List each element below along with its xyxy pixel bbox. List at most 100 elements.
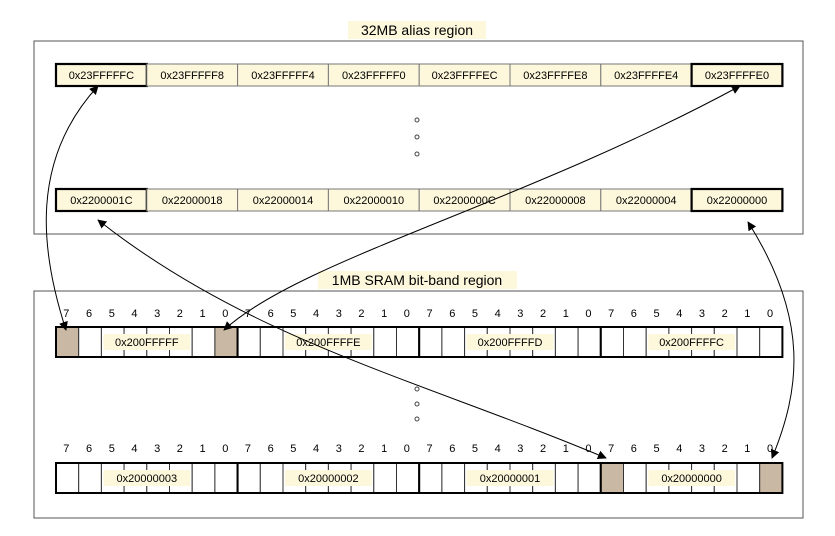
ellipsis-dot: [414, 401, 420, 407]
highlighted-bit: [759, 462, 783, 494]
bit-number: 0: [767, 443, 773, 455]
bit-cell: [237, 326, 261, 358]
bit-number: 7: [63, 443, 69, 455]
byte-address-label: 0x200FFFFF: [115, 337, 179, 349]
address-cell-label: 0x23FFFFFC: [69, 70, 134, 82]
bit-cell: [237, 462, 261, 494]
address-cell-label: 0x23FFFFE8: [523, 70, 587, 82]
bit-cell: [418, 326, 443, 358]
bit-number: 6: [268, 308, 274, 320]
bit-cell: [736, 462, 761, 494]
ellipsis-dot: [414, 151, 420, 157]
bit-number: 5: [290, 443, 296, 455]
bit-number: 2: [177, 443, 183, 455]
byte-address-label: 0x20000000: [661, 473, 722, 485]
bit-cell: [736, 326, 761, 358]
byte-address-bg: [648, 470, 735, 486]
bit-number: 3: [154, 308, 160, 320]
bit-number: 0: [222, 308, 228, 320]
bit-number: 2: [358, 443, 364, 455]
bit-number: 6: [86, 308, 92, 320]
bit-cell: [373, 462, 397, 494]
highlighted-bit: [214, 326, 239, 358]
ellipsis-dot: [414, 134, 420, 140]
address-cell-label: 0x2200000C: [433, 195, 495, 207]
bit-number: 5: [653, 443, 659, 455]
bit-cell: [554, 326, 579, 358]
bit-number: 0: [222, 443, 228, 455]
byte-address-label: 0x20000003: [117, 473, 178, 485]
bit-number: 1: [744, 443, 750, 455]
alias-region-title: 32MB alias region: [361, 22, 473, 38]
bit-number: 7: [63, 308, 69, 320]
byte-address-label: 0x200FFFFD: [478, 337, 543, 349]
address-cell-label: 0x22000018: [162, 195, 223, 207]
bit-number: 0: [767, 308, 773, 320]
bit-number: 1: [381, 308, 387, 320]
address-cell-label: 0x22000000: [707, 195, 768, 207]
byte-address-label: 0x200FFFFC: [659, 337, 724, 349]
bitband-bottom-bytes: 0x20000003 0x20000002 0x20000001 0x20000000: [55, 462, 784, 494]
bit-number: 3: [336, 308, 342, 320]
bit-number: 0: [585, 443, 591, 455]
address-cell-label: 0x22000014: [253, 195, 314, 207]
bit-number: 4: [495, 308, 501, 320]
byte-address-bg: [285, 470, 372, 486]
mapping-arrow-2200001C: [97, 219, 607, 460]
bit-number: 3: [517, 308, 523, 320]
bit-number: 7: [426, 308, 432, 320]
bit-number: 2: [540, 443, 546, 455]
bit-cell: [441, 462, 466, 494]
ellipsis-dot: [414, 386, 420, 392]
address-cell-label: 0x23FFFFE0: [705, 70, 769, 82]
address-cell-label: 0x22000008: [525, 195, 586, 207]
highlighted-bit: [600, 462, 624, 494]
bit-number: 5: [472, 308, 478, 320]
bit-number: 5: [653, 308, 659, 320]
bit-number: 5: [472, 443, 478, 455]
bit-cell: [191, 326, 216, 358]
byte-address-bg: [103, 470, 191, 486]
bit-number: 5: [109, 308, 115, 320]
bit-cell: [191, 462, 216, 494]
bit-number: 1: [199, 443, 205, 455]
alias-region-title-bg: [348, 21, 486, 39]
bit-number: 4: [131, 443, 137, 455]
bit-number: 1: [563, 308, 569, 320]
bit-cell: [259, 326, 284, 358]
bit-number: 4: [676, 443, 682, 455]
bit-cell: [441, 326, 466, 358]
mapping-arrow-22000000: [747, 221, 795, 459]
bit-number: 6: [631, 308, 637, 320]
bit-number: 7: [426, 443, 432, 455]
bit-number: 5: [109, 443, 115, 455]
bit-number: 0: [404, 308, 410, 320]
bit-number: 3: [336, 443, 342, 455]
bit-cell: [623, 326, 647, 358]
bit-number: 2: [722, 443, 728, 455]
bit-number: 6: [449, 443, 455, 455]
address-cell-label: 0x23FFFFEC: [432, 70, 498, 82]
bit-number: 0: [404, 443, 410, 455]
byte-outline: [599, 462, 784, 494]
byte-address-label: 0x20000002: [298, 473, 359, 485]
bit-number: 6: [449, 308, 455, 320]
address-cell-label: 0x23FFFFF0: [342, 70, 406, 82]
mapping-arrow-23FFFFFC: [45, 85, 99, 331]
bit-number: 4: [131, 308, 137, 320]
bit-cell: [623, 462, 647, 494]
address-cell-label: 0x22000004: [616, 195, 677, 207]
byte-address-label: 0x20000001: [480, 473, 541, 485]
bit-number: 2: [540, 308, 546, 320]
bit-number: 3: [517, 443, 523, 455]
bit-cell: [600, 326, 624, 358]
bit-cell: [396, 326, 420, 358]
bit-number: 7: [608, 308, 614, 320]
ellipsis-dot: [414, 117, 420, 123]
bitband-top-bytes: 0x200FFFFF 0x200FFFFE 0x200FFFFD 0x200FFFFC: [55, 326, 784, 358]
bit-cell: [577, 462, 602, 494]
bit-cell: [78, 326, 102, 358]
byte-address-label: 0x200FFFFE: [296, 337, 360, 349]
bit-cell: [418, 462, 443, 494]
